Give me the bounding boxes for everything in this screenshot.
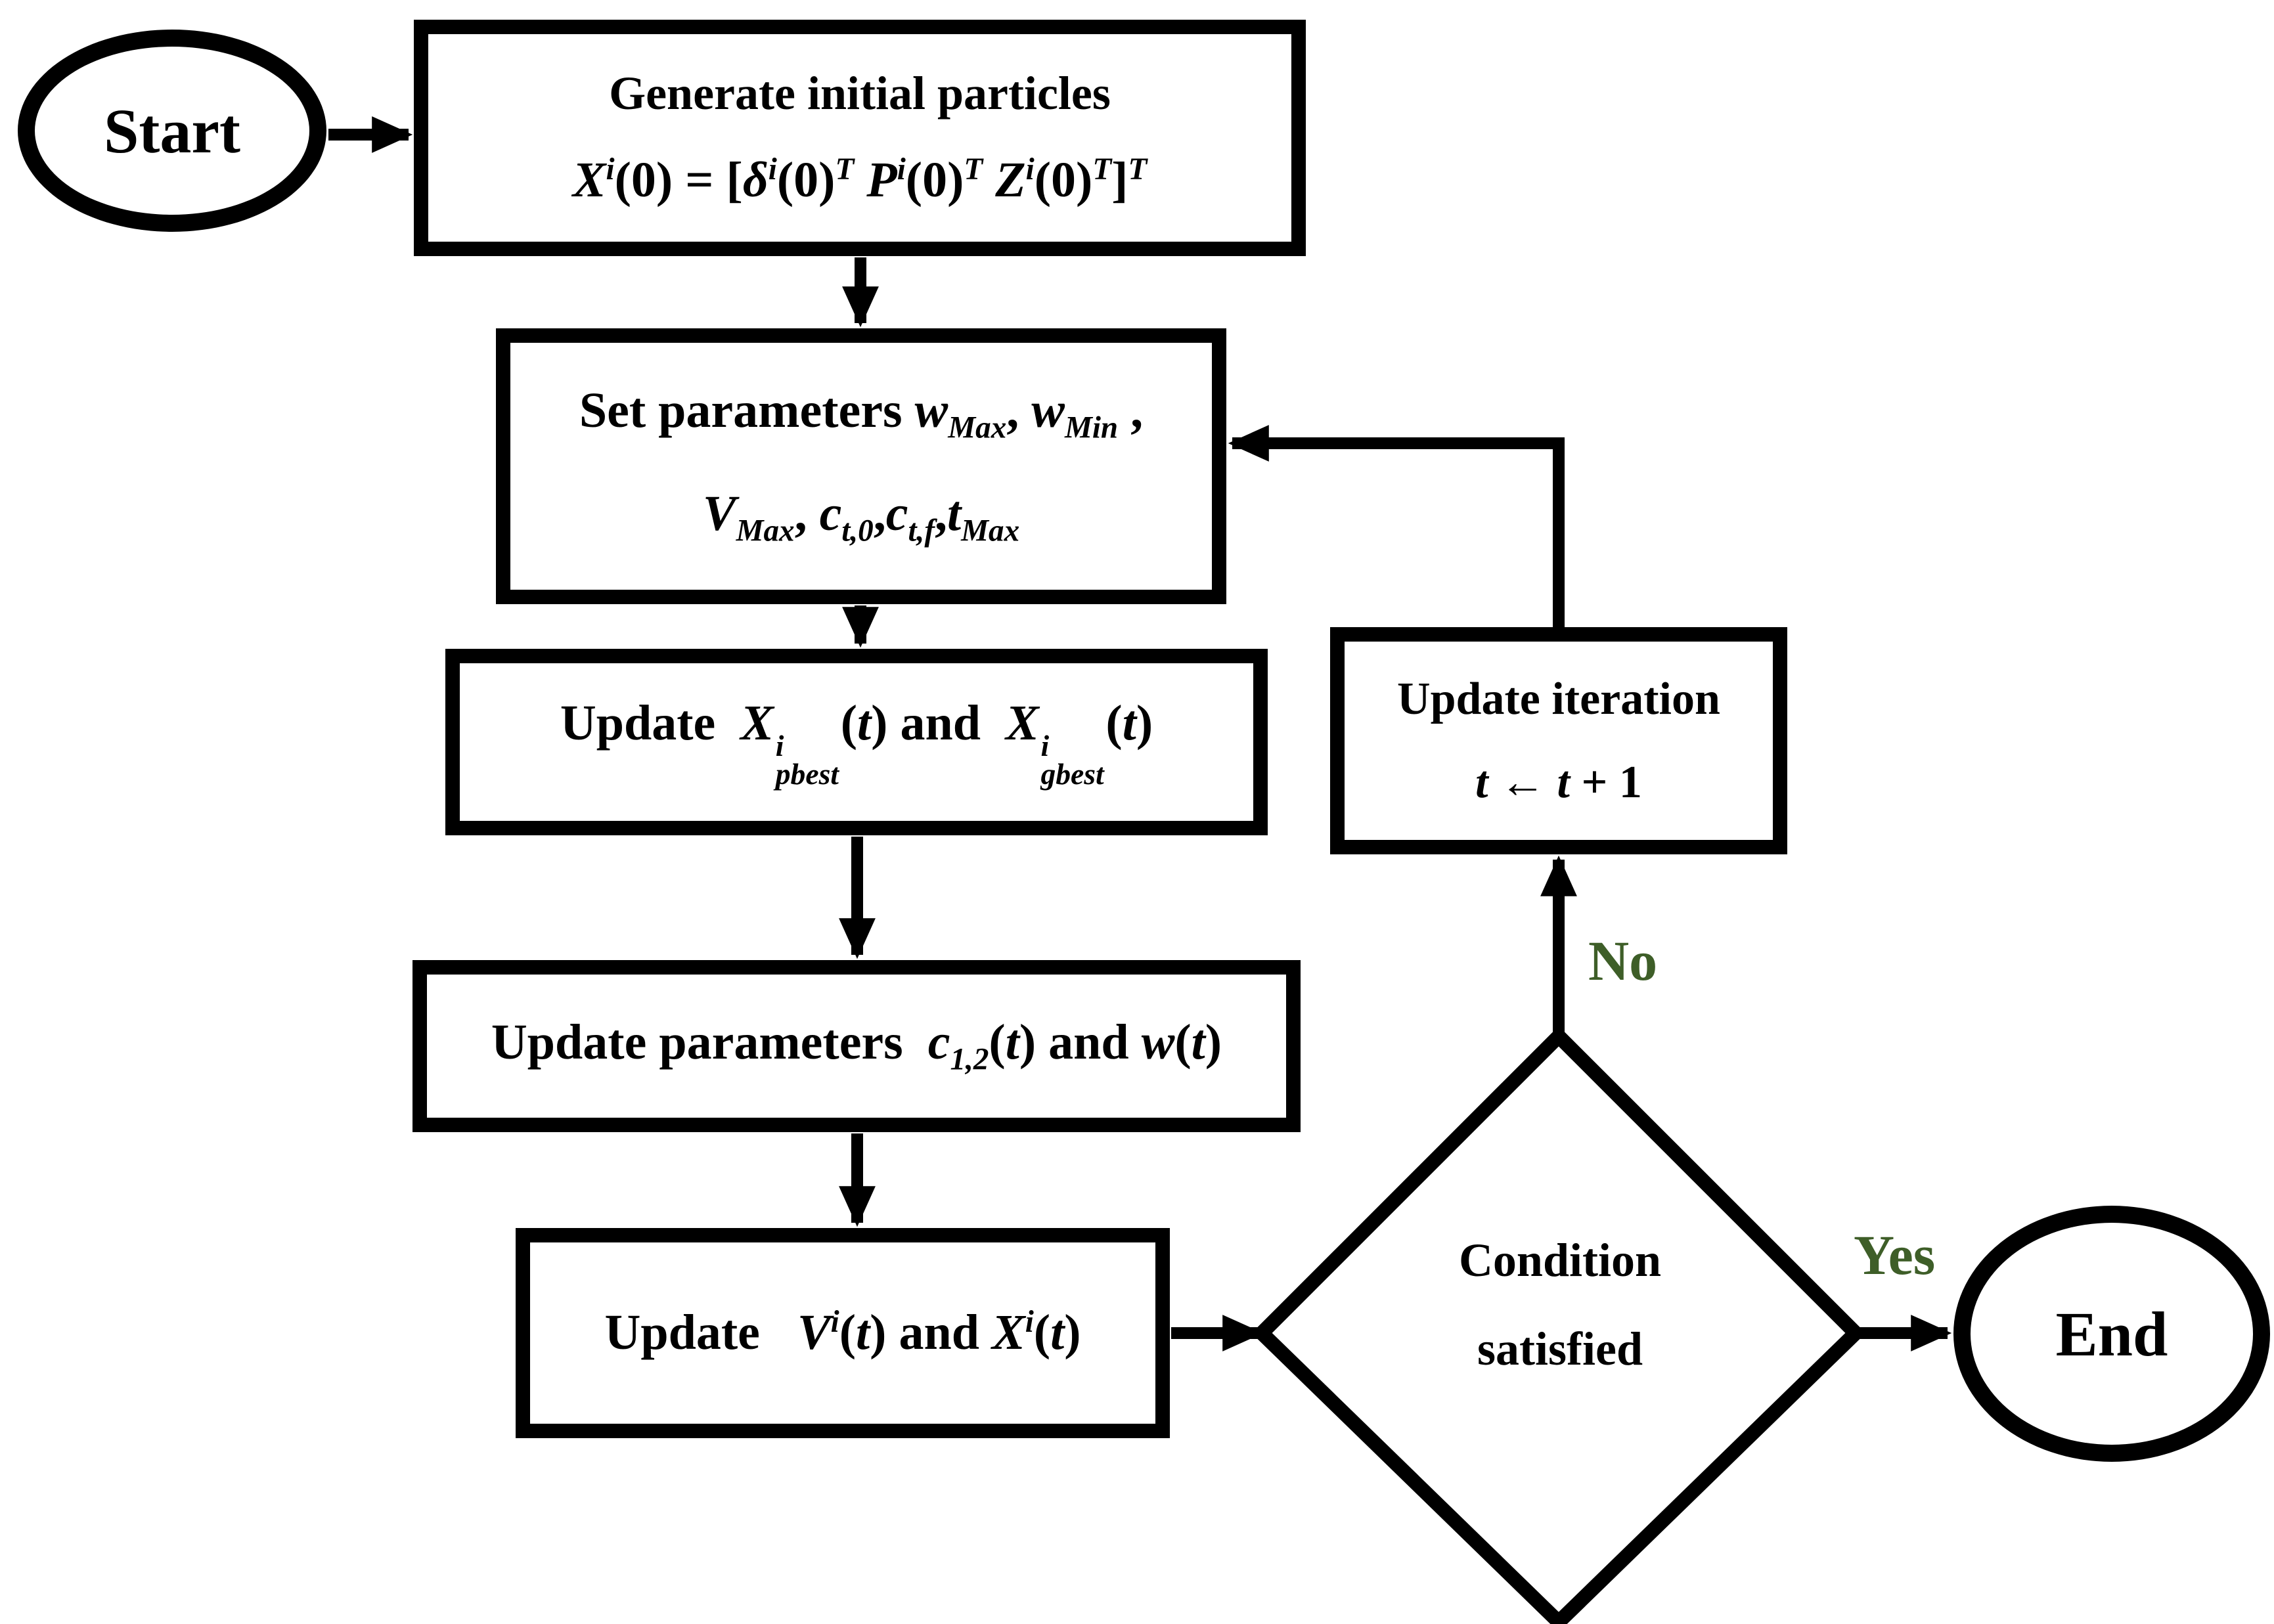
loop-updateiteration-to-setparams bbox=[1228, 425, 1565, 627]
set-parameters-box: Set parameters wMax, wMin , VMax, ct,0,c… bbox=[496, 328, 1226, 604]
set-parameters-line2: VMax, ct,0,ct,f,tMax bbox=[702, 486, 1020, 548]
update-velocity-position-box: Update Vi(t) and Xi(t) bbox=[516, 1228, 1170, 1438]
update-parameters-formula: Update parameters c1,2(t) and w(t) bbox=[491, 1014, 1222, 1077]
start-terminal: Start bbox=[18, 30, 326, 232]
generate-particles-title: Generate initial particles bbox=[609, 67, 1111, 120]
end-terminal: End bbox=[1953, 1206, 2270, 1462]
end-label: End bbox=[2055, 1298, 2168, 1369]
update-iteration-formula: t ← t + 1 bbox=[1475, 757, 1642, 808]
set-parameters-line1: Set parameters wMax, wMin , bbox=[579, 383, 1144, 445]
start-label: Start bbox=[104, 95, 240, 166]
condition-line2: satisfied bbox=[1477, 1323, 1643, 1376]
condition-line1: Condition bbox=[1458, 1234, 1662, 1286]
generate-particles-formula: Xi(0) = [δi(0)T Pi(0)T Zi(0)T]T bbox=[572, 152, 1148, 208]
yes-branch-label: Yes bbox=[1854, 1223, 1936, 1286]
condition-text: Condition satisfied bbox=[1396, 1234, 1724, 1376]
update-parameters-box: Update parameters c1,2(t) and w(t) bbox=[412, 960, 1301, 1132]
update-iteration-box: Update iteration t ← t + 1 bbox=[1330, 627, 1787, 854]
no-branch-label: No bbox=[1588, 929, 1658, 992]
update-velocity-position-formula: Update Vi(t) and Xi(t) bbox=[604, 1305, 1081, 1361]
update-iteration-title: Update iteration bbox=[1397, 674, 1720, 725]
generate-particles-box: Generate initial particles Xi(0) = [δi(0… bbox=[414, 20, 1306, 256]
